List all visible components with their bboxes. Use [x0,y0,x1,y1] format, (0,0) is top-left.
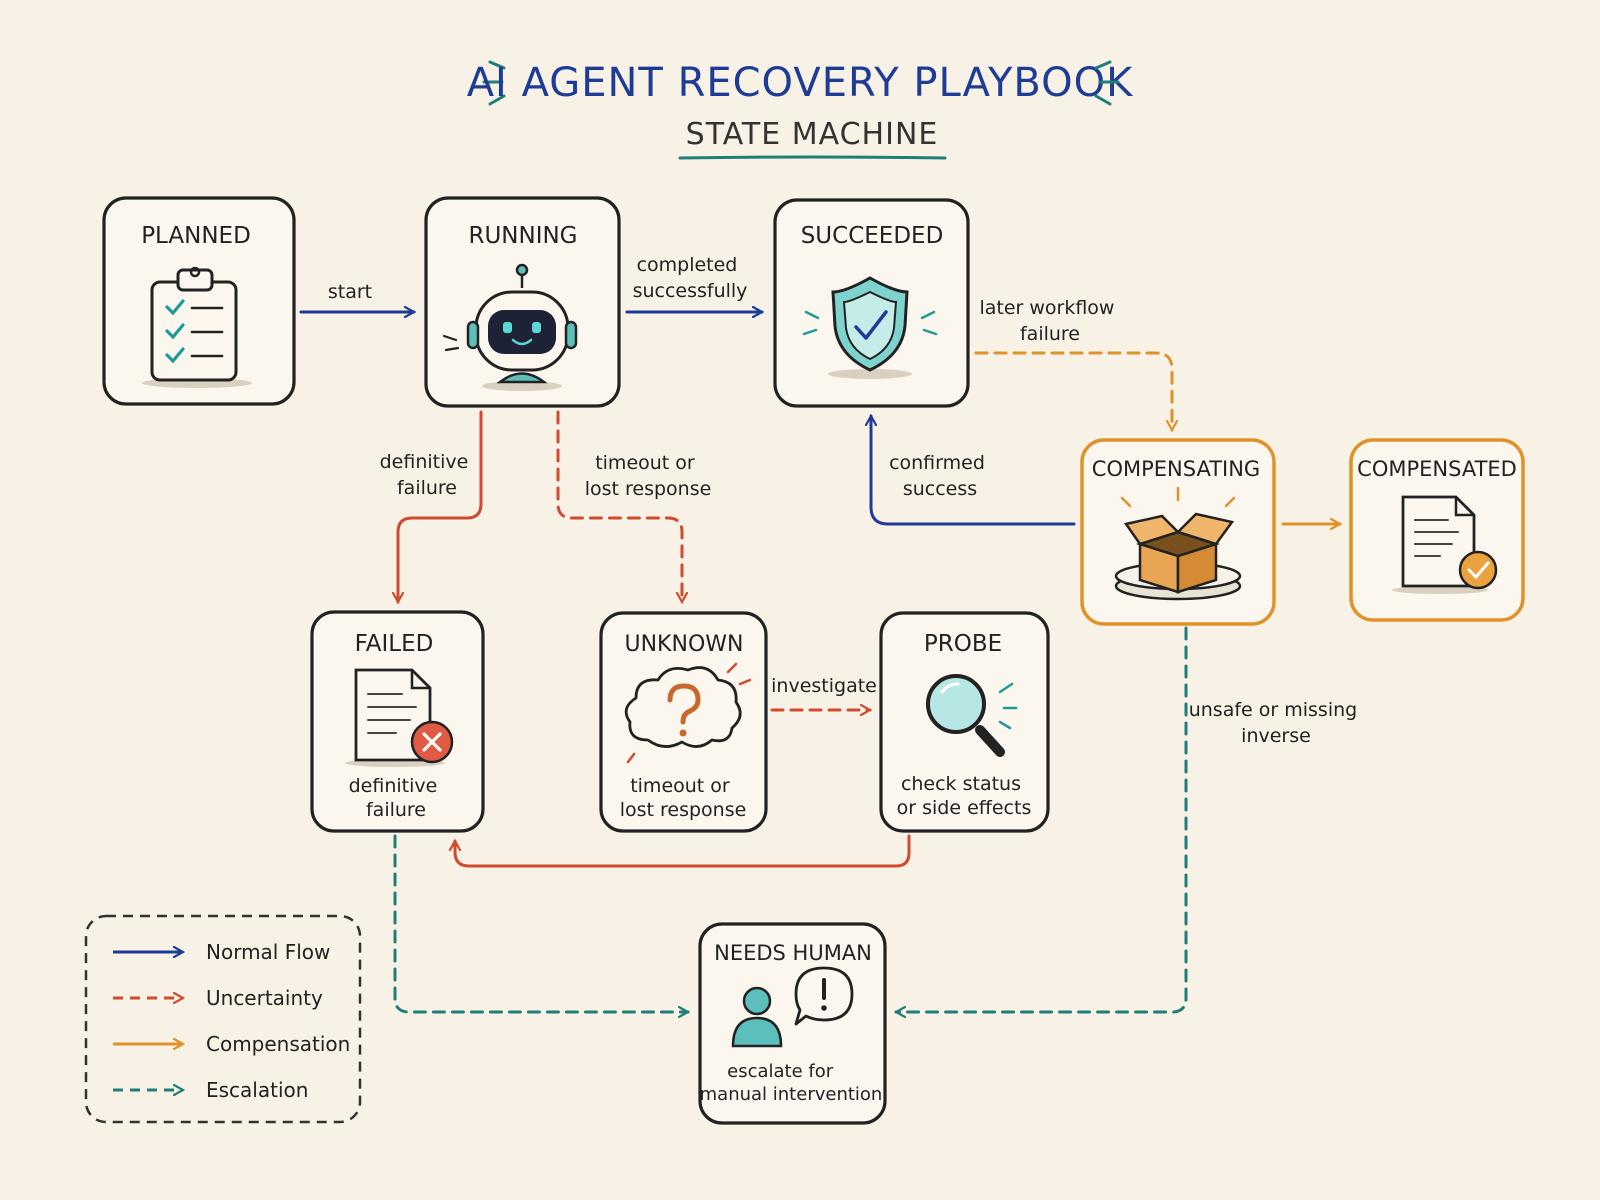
state-description: timeout or lost response [620,775,747,821]
state-needs-human: NEEDS HUMAN escalate for manual interven… [698,922,887,1125]
arrow-running-unknown [556,410,682,602]
legend-item-compensation: Compensation [113,1032,350,1056]
state-failed: FAILED definitive failure [310,610,485,833]
label-completed-successfully: completed successfully [633,254,748,302]
transition-labels: start completed successfully later workf… [328,254,1364,747]
header: AI AGENT RECOVERY PLAYBOOK STATE MACHINE [467,60,1134,160]
state-unknown: UNKNOWN timeout or lost response [599,611,768,833]
label-start: start [328,281,372,303]
state-description: escalate for manual intervention [700,1061,883,1105]
page-subtitle: STATE MACHINE [686,117,939,152]
open-box-icon [1114,486,1242,601]
clipboard-checklist-icon [142,266,252,388]
label-confirmed-success: confirmed success [889,452,991,500]
state-title: FAILED [355,631,434,657]
person-alert-icon [731,966,854,1048]
label-investigate: investigate [771,675,877,697]
shield-check-icon [802,276,938,379]
state-compensated: COMPENSATED [1349,438,1525,622]
svg-text:Normal Flow: Normal Flow [206,940,330,964]
state-compensating: COMPENSATING [1080,438,1276,626]
svg-text:Compensation: Compensation [206,1032,350,1056]
state-running: RUNNING [424,196,621,408]
legend-item-normal: Normal Flow [113,940,330,964]
subtitle-underline [678,155,947,160]
title-sparkle-right-icon [1094,60,1120,106]
title-sparkle-left-icon [482,60,506,106]
state-title: SUCCEEDED [801,223,944,249]
transitions [299,312,1340,1012]
state-title: NEEDS HUMAN [714,941,872,965]
state-title: COMPENSATING [1092,457,1260,481]
state-title: COMPENSATED [1357,457,1517,481]
state-probe: PROBE check status or side effects [879,611,1050,833]
legend-item-uncertainty: Uncertainty [113,986,323,1010]
label-definitive-failure: definitive failure [380,451,475,499]
state-description: check status or side effects [897,773,1032,819]
label-unsafe-missing-inverse: unsafe or missing inverse [1189,699,1364,747]
label-later-workflow-failure: later workflow failure [979,297,1120,345]
arrow-failed-needs-human [393,834,688,1012]
arrow-probe-failed [455,834,911,868]
state-title: PLANNED [141,223,251,249]
arrow-succeeded-compensating [974,351,1172,430]
legend: Normal Flow Uncertainty Compensation Esc… [84,914,362,1124]
state-title: PROBE [924,631,1002,657]
question-cloud-icon [624,662,752,764]
robot-icon [442,263,578,391]
document-check-icon [1392,495,1498,594]
arrow-compensating-succeeded [871,416,1076,526]
state-title: RUNNING [468,223,577,249]
magnifier-icon [926,674,1018,757]
svg-text:Escalation: Escalation [206,1078,308,1102]
label-timeout-lost-response: timeout or lost response [585,452,712,500]
legend-item-escalation: Escalation [113,1078,308,1102]
arrow-compensating-needs-human [896,626,1188,1012]
page-title: AI AGENT RECOVERY PLAYBOOK [467,60,1134,106]
arrow-running-failed [398,410,483,602]
svg-text:Uncertainty: Uncertainty [206,986,323,1010]
state-planned: PLANNED [102,196,296,406]
state-succeeded: SUCCEEDED [773,198,970,408]
document-error-icon [345,668,454,767]
state-description: definitive failure [349,775,444,821]
state-title: UNKNOWN [625,632,744,657]
